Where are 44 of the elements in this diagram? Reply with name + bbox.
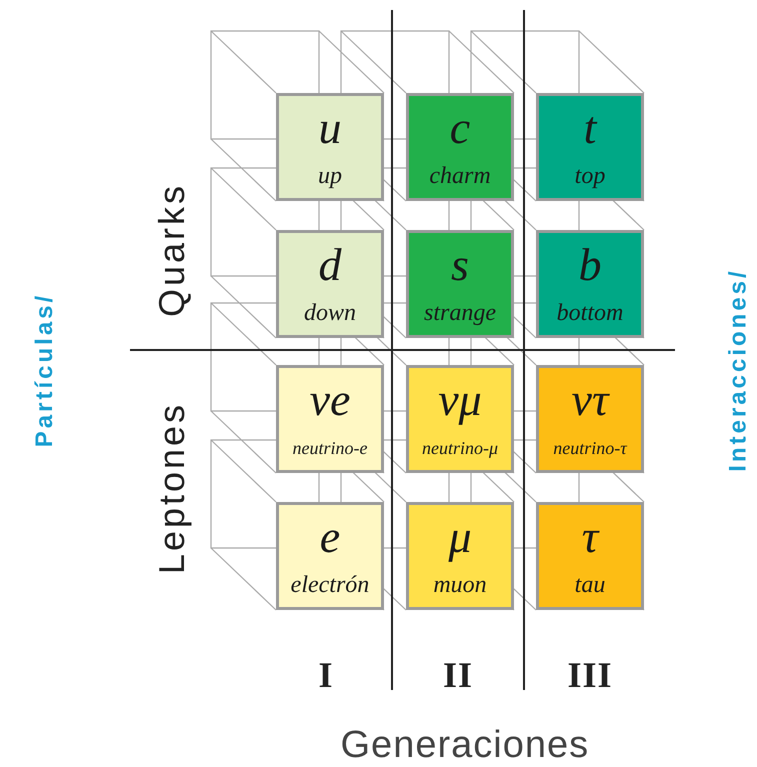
row-heading: Leptones: [151, 402, 194, 574]
particle-box: [276, 502, 384, 610]
particle-name: up: [317, 162, 343, 190]
particle-name: neutrino-μ: [420, 437, 500, 460]
particle-name: neutrino-τ: [552, 437, 628, 460]
particle-symbol: t: [582, 102, 598, 154]
particle-symbol: u: [318, 102, 342, 154]
column-numeral: III: [568, 654, 613, 696]
particle-symbol: s: [450, 239, 470, 291]
particle-box: [536, 502, 644, 610]
particle-box: [406, 93, 514, 201]
side-heading: Interacciones/: [724, 268, 752, 472]
particle-name: top: [574, 162, 606, 190]
particle-name: neutrino-e: [292, 437, 368, 460]
particle-symbol: b: [578, 239, 602, 291]
particle-box: [276, 230, 384, 338]
particle-symbol: d: [318, 239, 342, 291]
particle-name: charm: [428, 162, 492, 190]
particle-box: [406, 502, 514, 610]
particle-box: [536, 93, 644, 201]
particle-box: [536, 230, 644, 338]
side-heading: Partículas/: [31, 292, 60, 448]
particle-symbol: τ: [580, 511, 600, 563]
particle-box: [536, 365, 644, 473]
row-heading: Quarks: [151, 182, 194, 318]
particle-symbol: νμ: [437, 374, 483, 426]
particle-name: bottom: [556, 299, 624, 327]
axis-title: Generaciones: [340, 724, 590, 766]
column-numeral: I: [318, 654, 334, 696]
column-numeral: II: [443, 654, 474, 696]
particle-box: [276, 365, 384, 473]
particle-box: [406, 230, 514, 338]
particle-name: electrón: [290, 571, 370, 599]
particle-name: strange: [423, 299, 497, 327]
particle-symbol: ντ: [570, 374, 611, 426]
particle-name: down: [302, 299, 357, 327]
particle-symbol: μ: [447, 511, 473, 563]
particle-symbol: c: [448, 102, 472, 154]
particle-box: [406, 365, 514, 473]
particle-name: tau: [574, 571, 606, 599]
particle-symbol: e: [318, 511, 342, 563]
particle-name: muon: [432, 571, 488, 599]
particle-box: [276, 93, 384, 201]
particle-symbol: νe: [308, 374, 352, 426]
